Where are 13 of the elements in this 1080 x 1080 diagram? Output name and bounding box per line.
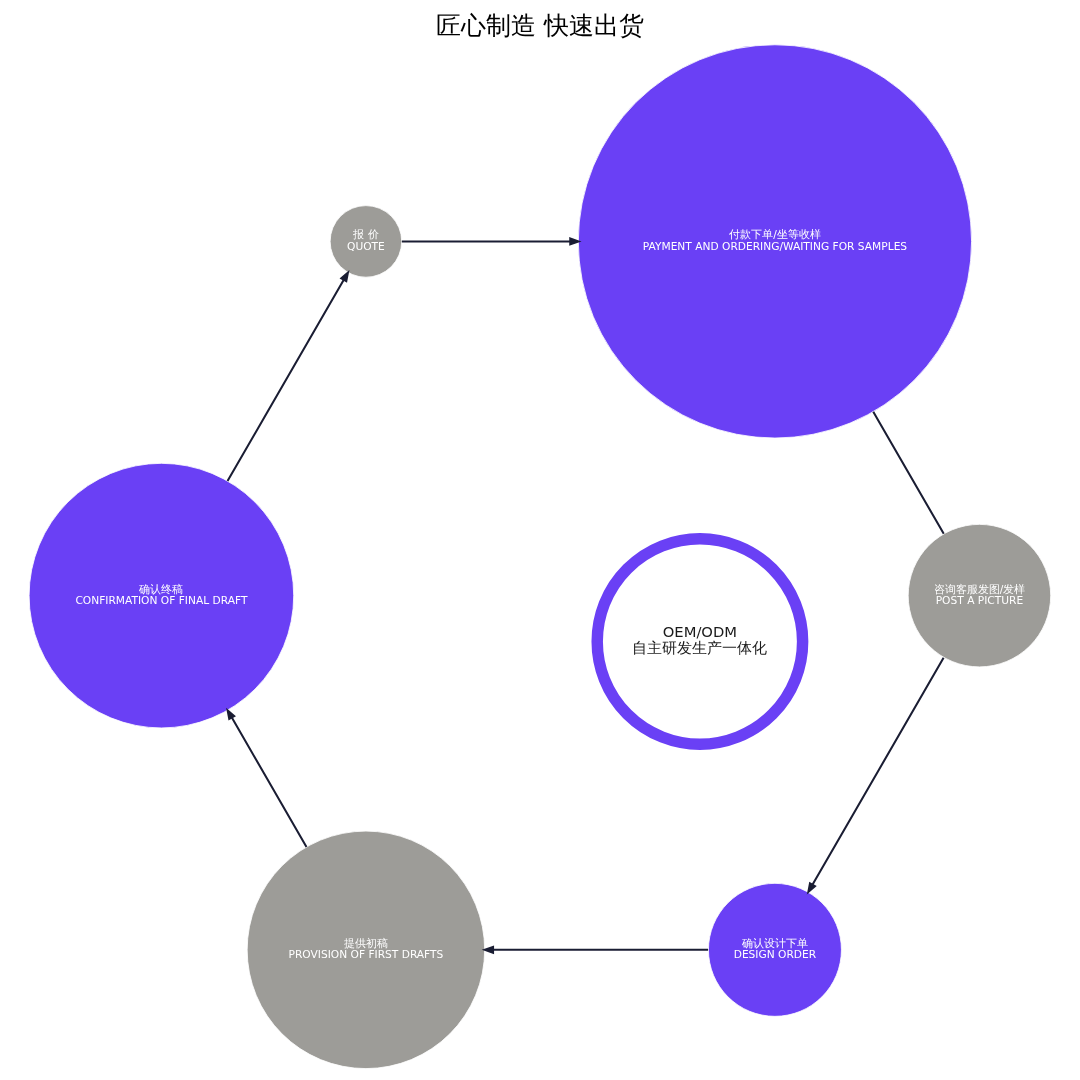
arrow <box>226 707 308 848</box>
arrow <box>481 945 709 955</box>
connector <box>872 411 945 535</box>
node-circle: 咨询客服发图/发样 POST A PICTURE <box>907 523 1052 668</box>
node-circle: 确认终稿 CONFIRMATION OF FINAL DRAFT <box>28 462 295 729</box>
arrow <box>226 269 350 482</box>
arrow <box>806 657 945 895</box>
node-circle: OEM/ODM 自主研发生产一体化 <box>591 533 809 750</box>
node-circle: 提供初稿 PROVISION OF FIRST DRAFTS <box>246 830 486 1069</box>
diagram-title: 匠心制造 快速出货 <box>436 11 644 41</box>
node-circle: 报 价 QUOTE <box>329 205 403 278</box>
arrow <box>401 237 582 246</box>
node-circle: 付款下单/坐等收样 PAYMENT AND ORDERING/WAITING FOR SAMPLES <box>577 44 972 439</box>
